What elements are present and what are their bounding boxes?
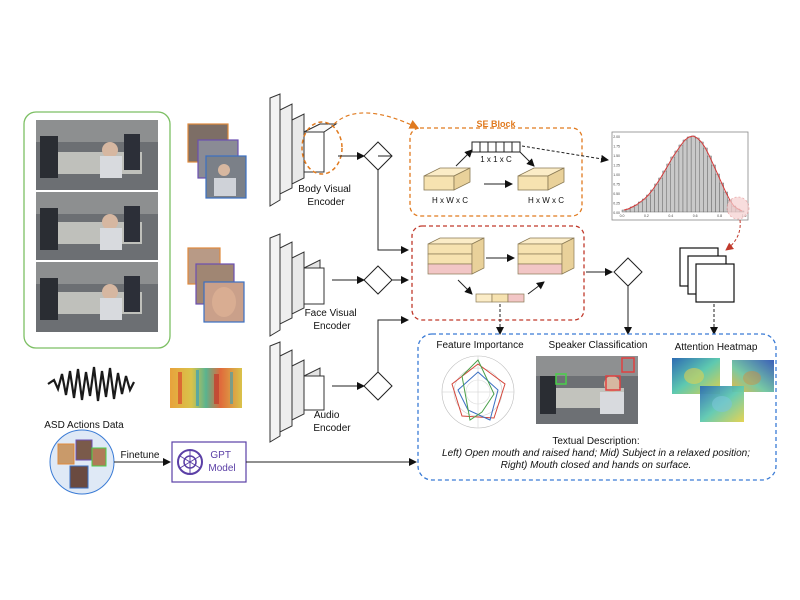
- histogram-bar: [707, 155, 712, 213]
- video-frames-panel: [23, 111, 171, 349]
- fusion-weight-vector: [475, 293, 525, 303]
- se-highlight-connector: [333, 112, 420, 129]
- video-frame-1: [36, 120, 158, 190]
- histogram-x-tick: 0.2: [644, 214, 649, 218]
- histogram-bar: [699, 141, 704, 213]
- histogram-x-tick: 0.4: [668, 214, 673, 218]
- histogram-x-tick: 0.8: [717, 214, 722, 218]
- body-diamond-to-fusion: [377, 155, 408, 250]
- output-panel: [417, 333, 777, 481]
- histogram-y-tick: 0.50: [613, 192, 620, 196]
- histogram-bar: [682, 139, 688, 213]
- video-frame-2: [36, 192, 158, 260]
- se-input-block: [423, 167, 471, 191]
- fusion-output-stack: [517, 237, 575, 275]
- attention-histogram: 2.00 1.75 1.50 1.25 1.00 0.75 0.50 0.25 0.00 0.0…: [611, 131, 750, 221]
- feature-importance-title: Feature Importance: [436, 340, 524, 351]
- histogram-bar: [674, 150, 680, 213]
- histogram-x-tick: 0.0: [620, 214, 625, 218]
- face-encoder-label: Face Visual Encoder: [305, 308, 360, 332]
- se-block-title: SE Block: [476, 119, 516, 129]
- audio-encoder-label: Audio Encoder: [313, 410, 351, 434]
- histogram-bar: [670, 156, 676, 213]
- histogram-y-tick: 0.25: [613, 202, 620, 206]
- face-diamond: [363, 265, 393, 295]
- histogram-y-tick: 0.75: [613, 183, 620, 187]
- speaker-classification-title: Speaker Classification: [549, 340, 648, 351]
- histogram-y-tick: 1.75: [613, 145, 620, 149]
- se-arrow-down: [519, 151, 535, 167]
- audio-waveform: [47, 366, 135, 402]
- se-vector-label: 1 x 1 x C: [480, 155, 512, 164]
- histogram-bar: [621, 209, 627, 213]
- histogram-bar: [642, 198, 647, 213]
- histogram-x-tick: 0.6: [693, 214, 698, 218]
- histogram-y-tick: 1.00: [613, 173, 620, 177]
- histogram-bar: [666, 163, 672, 213]
- histogram-bar: [686, 136, 692, 213]
- finetune-label: Finetune: [121, 450, 160, 461]
- body-encoder-shape: [269, 93, 338, 207]
- histogram-bar: [662, 170, 667, 213]
- histogram-bar: [711, 164, 716, 213]
- se-highlight-circle: [301, 121, 343, 175]
- body-encoder-label: Body Visual Encoder: [298, 184, 353, 208]
- histogram-bar: [650, 189, 655, 213]
- audio-encoder-shape: [269, 341, 325, 443]
- video-frame-3: [36, 262, 158, 332]
- fusion-arrow-down: [457, 279, 473, 295]
- audio-diamond: [363, 371, 393, 401]
- se-output-block: [517, 167, 565, 191]
- fusion-panel: [411, 225, 585, 321]
- histogram-bar: [678, 144, 684, 213]
- output-diamond: [613, 257, 643, 287]
- histogram-to-heatmap: [725, 219, 741, 251]
- se-output-label: H x W x C: [528, 196, 564, 205]
- asd-data-circle: [49, 429, 115, 495]
- audio-diamond-to-fusion: [377, 316, 409, 372]
- se-vector: [471, 141, 521, 153]
- gpt-model-box: [171, 441, 247, 483]
- fusion-arrow-up: [527, 281, 545, 295]
- histogram-bar: [695, 137, 700, 213]
- histogram-y-tick: 2.00: [613, 135, 620, 139]
- histogram-bar: [703, 147, 708, 213]
- se-arrow-up: [455, 149, 473, 167]
- body-crops: [187, 123, 247, 199]
- feature-importance-radar: [441, 355, 515, 429]
- histogram-y-tick: 0.00: [613, 211, 620, 215]
- se-to-histogram: [521, 145, 609, 163]
- gpt-model-label: GPT Model: [208, 450, 235, 474]
- histogram-y-tick: 1.25: [613, 164, 620, 168]
- heatmap-stack: [679, 247, 735, 303]
- histogram-bar: [654, 183, 659, 213]
- face-encoder-shape: [269, 233, 325, 337]
- histogram-bar: [658, 177, 663, 213]
- se-input-label: H x W x C: [432, 196, 468, 205]
- attention-heatmap-images: [672, 358, 774, 422]
- fusion-input-stack: [427, 237, 485, 275]
- histogram-bar: [646, 194, 651, 213]
- histogram-bar: [690, 135, 696, 213]
- asd-data-label: ASD Actions Data: [44, 420, 124, 431]
- histogram-y-tick: 1.50: [613, 154, 620, 158]
- attention-heatmap-title: Attention Heatmap: [675, 342, 758, 353]
- histogram-bar: [715, 173, 720, 213]
- speaker-classification-image: [536, 356, 638, 424]
- textual-description-line-2: Right) Mouth closed and hands on surface…: [501, 460, 692, 471]
- spectrogram: [170, 368, 242, 408]
- textual-description-line-1: Left) Open mouth and raised hand; Mid) S…: [442, 448, 750, 459]
- textual-description-title: Textual Description:: [552, 436, 639, 447]
- face-crops: [187, 247, 245, 323]
